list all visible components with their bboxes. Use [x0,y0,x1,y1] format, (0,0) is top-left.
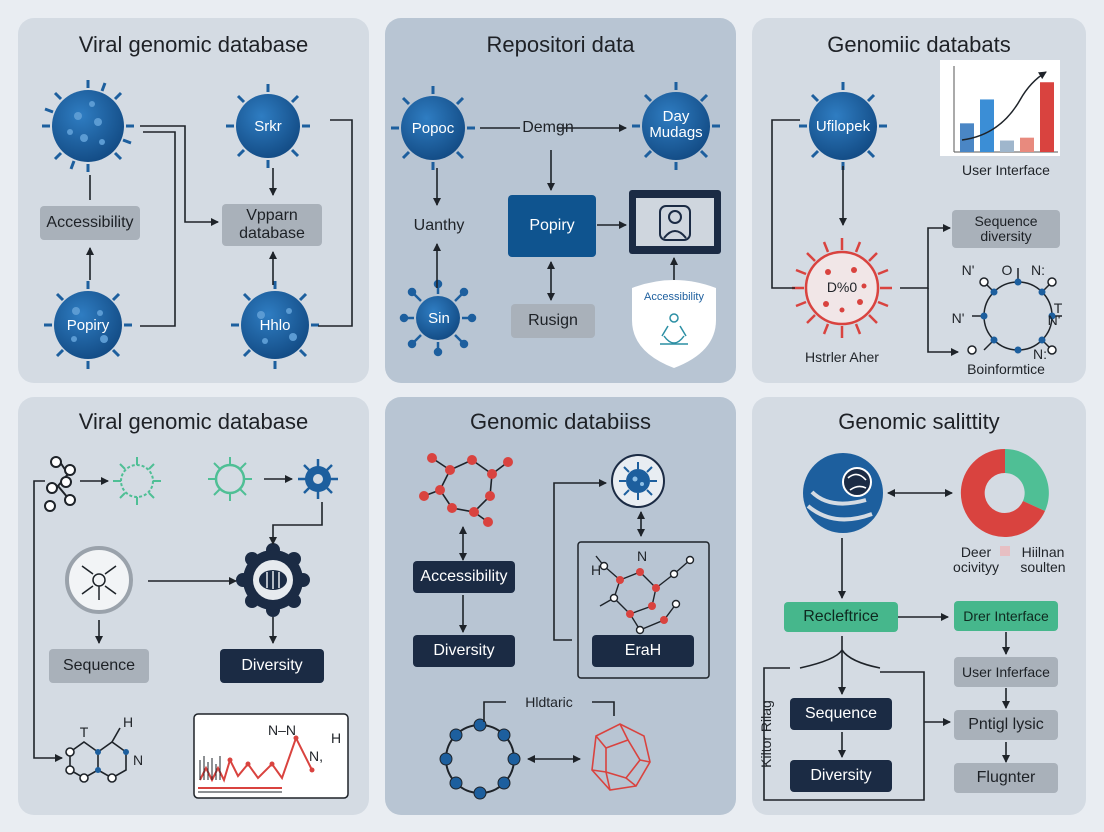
green-virus-icon-1 [113,457,161,505]
panel-title: Genomic salittity [838,409,1000,434]
atom-label: H [590,561,602,578]
sequence-box: Sequence [790,698,892,730]
panel5-connectors [459,479,645,763]
atom-label: N [132,751,144,768]
diversity-box: Diversity [790,760,892,792]
bar-chart [940,60,1060,156]
legend-label: Hiilnan soulten [1020,544,1066,575]
shield-label: Accessibility [644,291,704,303]
chart-annotation: N–N [267,721,296,738]
panel2-connectors [433,124,678,301]
virus-label: Day Mudags [649,108,703,141]
flugnter-box: Flugnter [954,763,1058,793]
virus-icon-4 [231,281,319,369]
virus-icon-2 [226,84,310,168]
red-hexagon-molecule-icon [419,453,513,527]
legend-label: Deer ocivityy [953,544,999,575]
blue-virus-icon-small [298,459,338,499]
legend-swatch [1000,546,1010,556]
atom-label: H [122,713,134,730]
database-box: Vpparn database [222,204,322,246]
virus-icon-popoc [391,86,475,170]
atom-label: N' [951,309,965,326]
panel-title: Repositori data [486,32,635,57]
molecule-caption: Boinformtice [967,360,1045,377]
chart-bar [1020,137,1034,152]
red-cage-molecule-icon [591,723,651,791]
connector-label: Demgn [522,119,574,136]
chart-bar [980,99,994,152]
monitor-user-icon [629,190,721,254]
sequence-diversity-box: Sequence diversity [952,210,1060,248]
virus-label: Srkr [254,118,282,135]
chart-annotation: N, [309,747,323,764]
atom-label: T [1053,299,1063,316]
atom-label: N' [1047,311,1061,328]
chart-annotation: H [330,729,342,746]
virus-in-circle-icon [611,454,665,508]
virus-icon-day-mudags [632,82,720,170]
dna-chain-icon [44,456,76,512]
blue-ring-molecule-icon [439,718,521,800]
green-virus-icon-2 [208,457,252,501]
user-interface-box: User Inferface [954,657,1058,687]
panel-title: Genomic databiiss [470,409,651,434]
navy-virus-gear-icon [236,543,310,617]
diversity-box: Diversity [413,635,515,667]
atom-label: T [79,723,89,740]
panel4-connectors [33,475,323,762]
donut-chart [960,448,1049,537]
cell-microscope-icon [65,546,133,614]
atom-label: O [1001,261,1013,278]
virus-label: Popiry [66,317,110,334]
panel6-connectors [763,489,1010,801]
virus-label: Hhlo [259,317,291,334]
panel-title: Viral genomic database [78,32,309,57]
chart-bar [1040,82,1054,152]
chart-caption: User Interface [962,161,1050,178]
atom-label: N' [961,261,975,278]
panel-title: Genomiic databats [827,32,1011,57]
accessibility-box: Accessibility [413,561,515,593]
sequence-box: Sequence [49,649,149,683]
virus-label: D%0 [826,278,858,295]
red-virus-icon [792,238,892,338]
virus-icon-ufilopek [799,82,887,170]
atom-label: N: [1031,261,1045,278]
panel3-connectors [771,119,959,356]
accessibility-shield-icon [632,280,716,368]
pntigl-lysic-box: Pntigl lysic [954,710,1058,740]
connector-label: Hldtaric [525,693,573,710]
recleftrice-box: Recleftrice [784,602,898,632]
connector-label: Uanthy [413,217,465,234]
accessibility-box: Accessibility [40,206,140,240]
hexagon-molecule-icon [65,727,129,783]
sequence-chart-box [193,713,349,799]
molecule-structure-box [577,541,710,679]
globe-pathogen-icon [803,453,883,533]
panel-title: Viral genomic database [78,409,309,434]
chart-bar [960,123,974,152]
virus-label: Ufilopek [815,118,871,135]
virus-icon-3 [44,281,132,369]
chart-bar [1000,140,1014,152]
virus-icon-1 [42,80,134,172]
virus-label: Popoc [411,120,455,137]
vertical-label: Kiltor Rilag [757,700,774,768]
drer-interface-box: Drer Interface [954,601,1058,631]
diversity-box: Diversity [220,649,324,683]
virus-caption: Hstrler Aher [805,348,879,365]
virus-label: Sin [428,310,450,327]
atom-label: N: [1033,345,1047,362]
popiry-box: Popiry [508,195,596,257]
rusign-box: Rusign [511,304,595,338]
molecule-ring-icon [967,268,1062,355]
atom-label: N [636,547,648,564]
panel1-connectors [86,119,353,327]
erah-box: EraH [592,635,694,667]
